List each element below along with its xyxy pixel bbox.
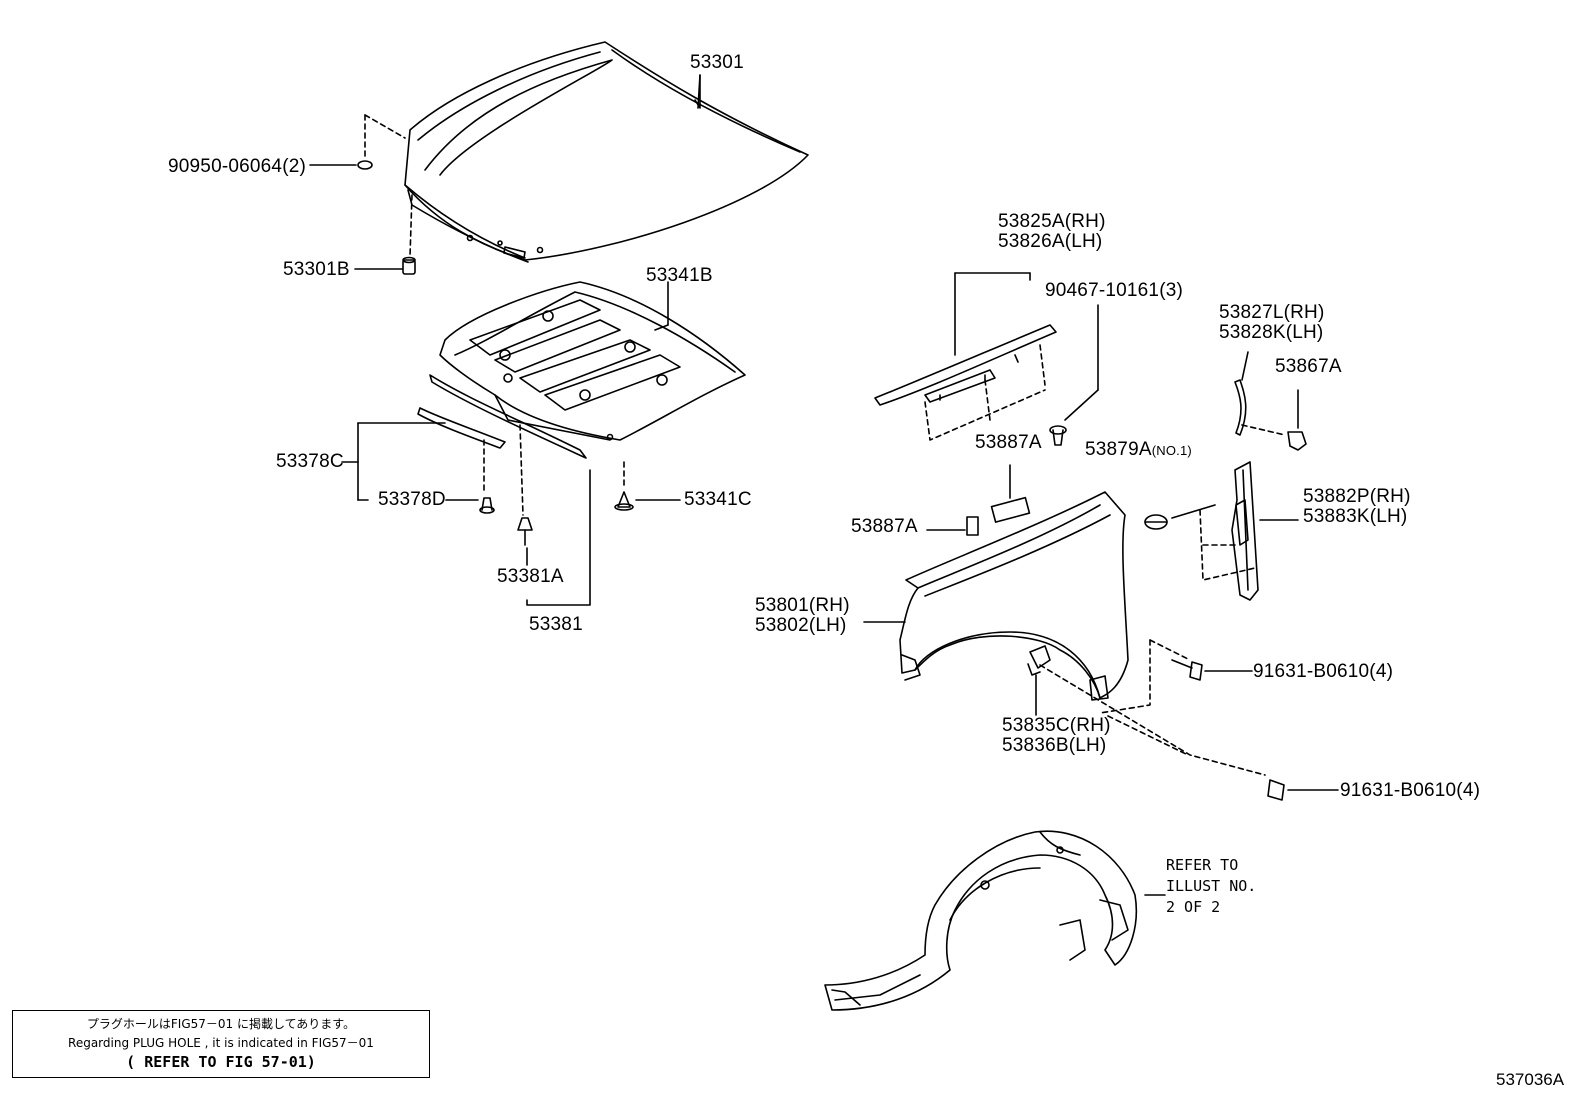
cushion-53887A-long bbox=[990, 496, 1031, 523]
label-53378C: 53378C bbox=[276, 451, 344, 472]
label-53867A: 53867A bbox=[1275, 356, 1342, 377]
label-91631-a: 91631-B0610(4) bbox=[1253, 661, 1394, 682]
clip-53867A bbox=[1287, 431, 1307, 451]
label-53882P-53883K: 53882P(RH) 53883K(LH) bbox=[1303, 486, 1411, 527]
label-53301B: 53301B bbox=[283, 259, 350, 280]
label-53378D: 53378D bbox=[378, 489, 446, 510]
label-53381A: 53381A bbox=[497, 566, 564, 587]
hood-cushion-53301B bbox=[402, 256, 416, 275]
figure-id: 537036A bbox=[1496, 1070, 1565, 1089]
label-53341B: 53341B bbox=[646, 265, 713, 286]
fender-bracket-53882P bbox=[1231, 461, 1259, 601]
label-53887A-left: 53887A bbox=[851, 516, 918, 537]
label-53835C-53836B: 53835C(RH) 53836B(LH) bbox=[1002, 715, 1111, 756]
label-53341C: 53341C bbox=[684, 489, 752, 510]
plug-hole-note: プラグホールはFIG57－01 に掲載してあります。 Regarding PLU… bbox=[12, 1010, 430, 1078]
clip-53378D bbox=[479, 497, 495, 514]
label-53301: 53301 bbox=[690, 52, 744, 73]
front-fender bbox=[899, 491, 1129, 701]
fender-bracket-53835C bbox=[1027, 645, 1051, 676]
label-90950: 90950-06064(2) bbox=[168, 156, 307, 177]
label-90467: 90467-10161(3) bbox=[1045, 280, 1184, 301]
clip-53341C bbox=[614, 491, 634, 511]
note-reference: ( REFER TO FIG 57-01) bbox=[126, 1053, 316, 1071]
label-53887A-top: 53887A bbox=[975, 432, 1042, 453]
hood-seal-53378C bbox=[417, 407, 506, 449]
note-japanese: プラグホールはFIG57－01 に掲載してあります。 bbox=[86, 1017, 356, 1031]
hood-seal-53381 bbox=[429, 374, 587, 459]
clip-90467 bbox=[1049, 425, 1067, 446]
plug-53879A bbox=[1144, 514, 1168, 530]
label-91631-b: 91631-B0610(4) bbox=[1340, 780, 1481, 801]
hood-insulator-pad bbox=[439, 281, 746, 441]
label-53879A: 53879A(NO.1) bbox=[1085, 439, 1192, 460]
label-53827L-53828K: 53827L(RH) 53828K(LH) bbox=[1219, 302, 1325, 343]
hood-panel bbox=[404, 41, 809, 263]
fender-seal-53825A bbox=[874, 324, 1057, 406]
refer-note: REFER TO ILLUST NO. 2 OF 2 bbox=[1166, 856, 1257, 916]
bolt-91631-b bbox=[1267, 779, 1285, 801]
fender-liner bbox=[824, 830, 1138, 1011]
note-english: Regarding PLUG HOLE , it is indicated in… bbox=[68, 1036, 374, 1050]
label-53801-53802: 53801(RH) 53802(LH) bbox=[755, 595, 850, 636]
fender-strip-53827L bbox=[1234, 379, 1247, 436]
label-53381: 53381 bbox=[529, 614, 583, 635]
plug-90950 bbox=[357, 160, 373, 170]
cushion-53887A-small bbox=[966, 516, 979, 536]
bolt-91631-a bbox=[1171, 659, 1203, 681]
label-53825A-53826A: 53825A(RH) 53826A(LH) bbox=[998, 211, 1106, 252]
clip-53381A bbox=[517, 517, 533, 546]
